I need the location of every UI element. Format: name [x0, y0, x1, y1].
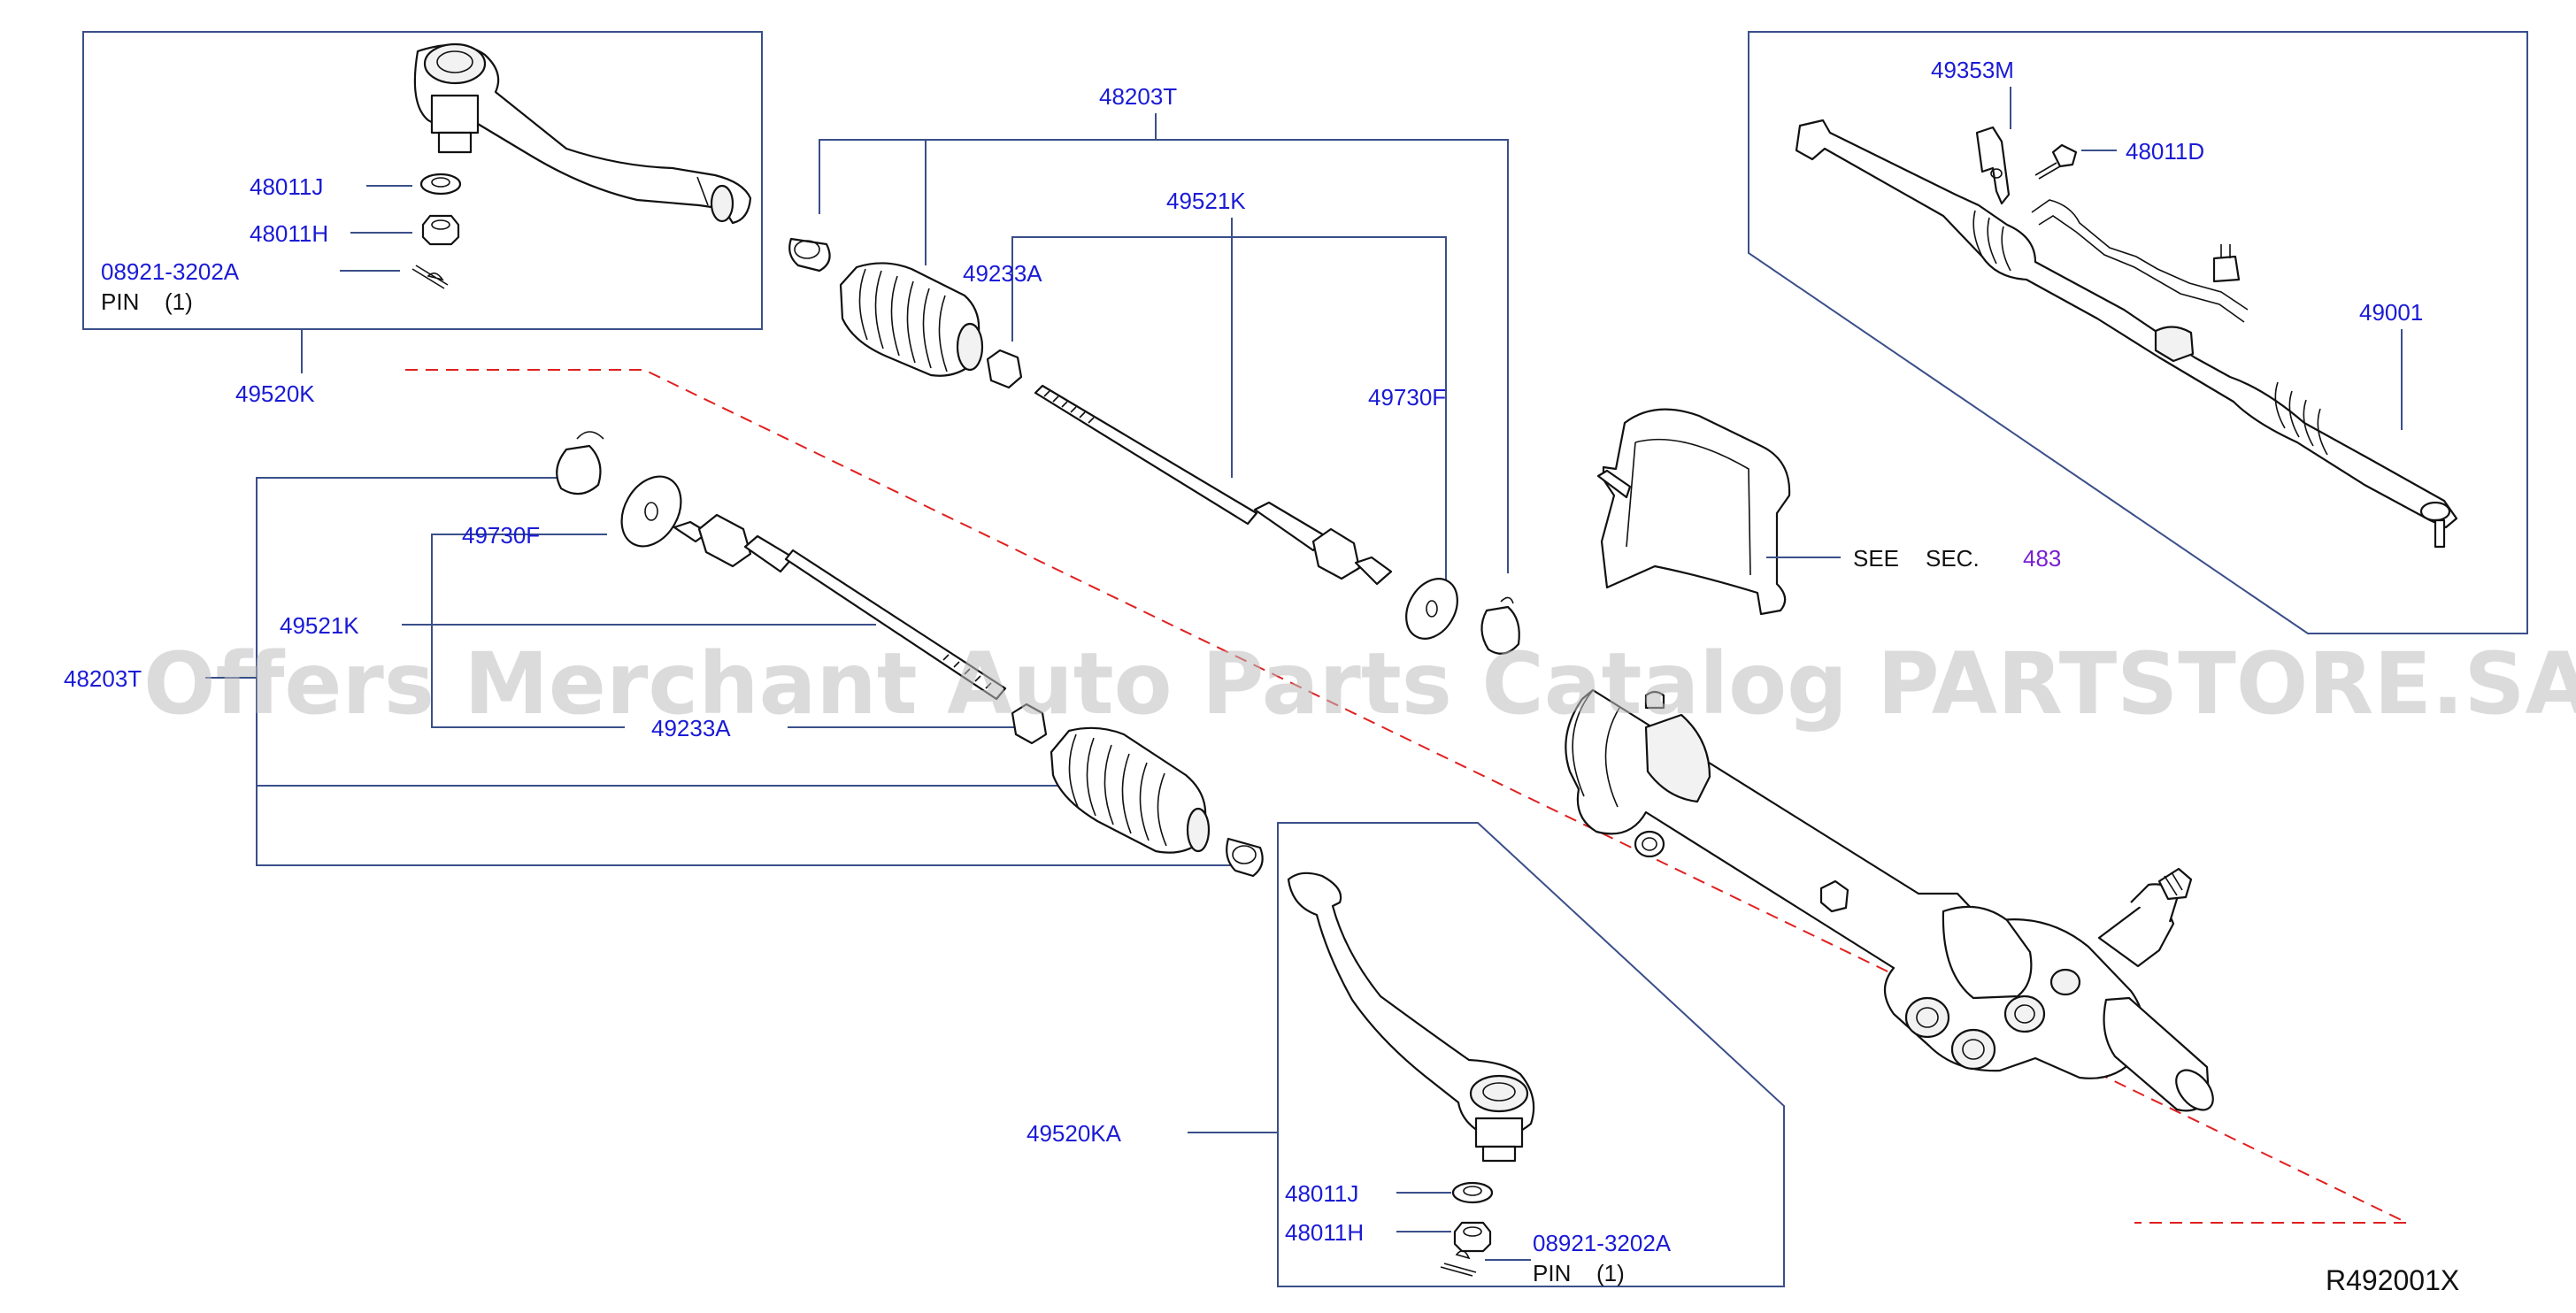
bolt-48011d[interactable] [2034, 143, 2078, 180]
snap-ring-upper[interactable] [1480, 596, 1520, 655]
label-pin-upper: PIN [101, 288, 139, 315]
cotter-pin-upper[interactable] [411, 265, 449, 289]
snap-ring-lower[interactable] [556, 431, 604, 495]
boot-clamp-upper[interactable] [986, 349, 1023, 389]
label-pin-qty-lower: (1) [1596, 1260, 1625, 1286]
nut-lower[interactable] [1453, 1221, 1492, 1253]
upper-tie-rod-end-box [82, 31, 763, 330]
label-08921-3202a-lower[interactable]: 08921-3202A [1533, 1230, 1672, 1256]
label-49521k-upper[interactable]: 49521K [1166, 188, 1246, 214]
outer-tie-rod-end-lower[interactable] [1287, 871, 1535, 1163]
label-49233a-upper[interactable]: 49233A [963, 260, 1042, 287]
watermark: Offers Merchant Auto Parts Catalog PARTS… [143, 634, 2576, 733]
bracket-49353m[interactable] [1975, 126, 2011, 205]
label-sec: SEC. [1926, 545, 1980, 572]
label-48203t-lower[interactable]: 48203T [64, 665, 142, 692]
nut-upper[interactable] [421, 214, 460, 246]
label-49730f-upper[interactable]: 49730F [1368, 384, 1446, 411]
steering-gear-assembly-mini[interactable] [1795, 119, 2458, 549]
washer-lower[interactable] [1451, 1181, 1494, 1204]
heat-insulator[interactable] [1596, 408, 1791, 616]
steering-gear-housing[interactable] [1565, 688, 2220, 1117]
lower-tie-rod-end-box [1277, 822, 1785, 1287]
cotter-pin-lower[interactable] [1440, 1250, 1477, 1277]
label-49353m[interactable]: 49353M [1931, 57, 2014, 83]
label-pin-qty-upper: (1) [165, 288, 193, 315]
label-49730f-lower[interactable]: 49730F [462, 522, 540, 549]
gear-assembly-box [1748, 31, 2528, 634]
washer-upper[interactable] [419, 173, 462, 196]
label-sec-483[interactable]: 483 [2023, 545, 2061, 572]
label-48011j-upper[interactable]: 48011J [250, 173, 323, 200]
boot-clamp-lower[interactable] [1011, 703, 1048, 745]
label-48203t-upper[interactable]: 48203T [1099, 83, 1177, 110]
rack-centerline [405, 369, 2408, 1224]
label-pin-lower: PIN [1533, 1260, 1571, 1286]
lock-washer-lower[interactable] [610, 466, 693, 557]
rack-boot-upper[interactable] [839, 262, 984, 377]
diagram-reference: R492001X [2326, 1264, 2459, 1296]
lock-washer-upper[interactable] [1396, 570, 1467, 648]
leader-49521k-upper [1011, 236, 1447, 584]
label-49520ka[interactable]: 49520KA [1027, 1120, 1122, 1147]
label-49001[interactable]: 49001 [2359, 299, 2423, 326]
label-48011j-lower[interactable]: 48011J [1285, 1180, 1358, 1207]
inner-socket-upper[interactable] [1034, 384, 1393, 586]
inner-socket-lower[interactable] [673, 513, 1007, 701]
label-49521k-lower[interactable]: 49521K [280, 612, 359, 639]
outer-tie-rod-end-upper[interactable] [413, 42, 752, 225]
boot-clip-upper[interactable] [788, 237, 831, 273]
leader-48203t-upper [819, 139, 1509, 573]
label-see: SEE [1853, 545, 1899, 572]
label-48011d[interactable]: 48011D [2126, 138, 2204, 165]
rack-boot-lower[interactable] [1050, 726, 1211, 854]
label-48011h-lower[interactable]: 48011H [1285, 1219, 1364, 1246]
leader-49730f-lower [431, 534, 625, 728]
leader-48203t-lower [256, 477, 1244, 866]
label-08921-3202a-upper[interactable]: 08921-3202A [101, 258, 240, 285]
boot-clip-lower[interactable] [1226, 837, 1264, 878]
label-49233a-lower[interactable]: 49233A [651, 715, 731, 741]
label-49520k[interactable]: 49520K [235, 380, 315, 407]
label-48011h-upper[interactable]: 48011H [250, 220, 328, 247]
